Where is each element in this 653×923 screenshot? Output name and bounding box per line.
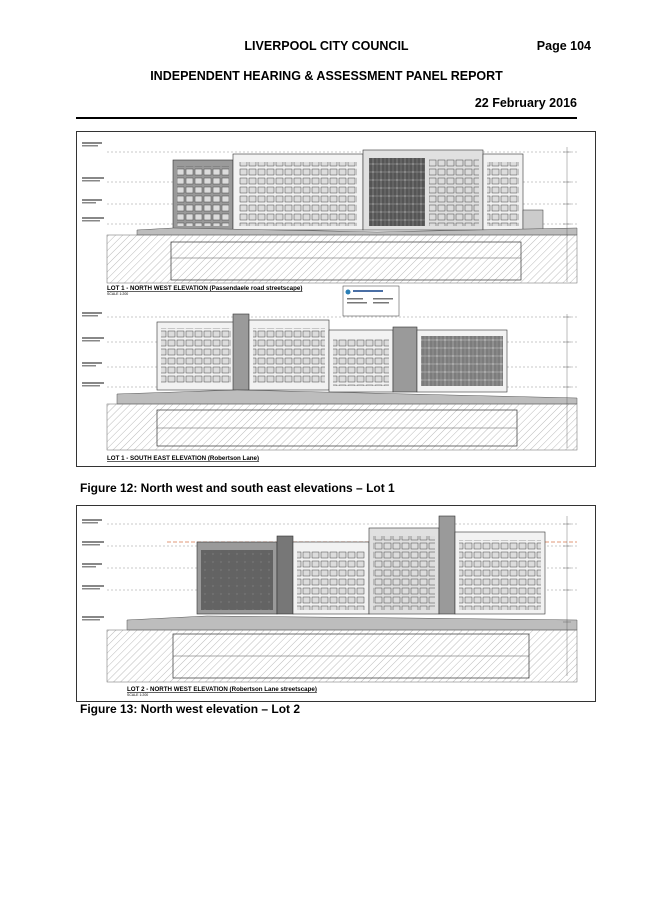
report-title: INDEPENDENT HEARING & ASSESSMENT PANEL R… bbox=[150, 69, 503, 83]
title-block-stamp bbox=[342, 285, 400, 317]
lot-2-north-west-scale: SCALE 1:200 bbox=[127, 693, 148, 697]
lot-1-elevations: LOT 1 - NORTH WEST ELEVATION (Passendael… bbox=[82, 142, 578, 462]
page-number: Page 104 bbox=[536, 39, 591, 53]
lot-1-north-west-scale: SCALE 1:200 bbox=[107, 292, 128, 296]
lot-1-north-west-title: LOT 1 - NORTH WEST ELEVATION (Passendael… bbox=[107, 285, 302, 292]
lot-2-elevation: LOT 2 - NORTH WEST ELEVATION (Robertson … bbox=[82, 515, 578, 697]
lot-1-south-east-title: LOT 1 - SOUTH EAST ELEVATION (Robertson … bbox=[107, 455, 259, 462]
figure-13-drawing: LOT 2 - NORTH WEST ELEVATION (Robertson … bbox=[76, 505, 596, 702]
lot-2-north-west-title: LOT 2 - NORTH WEST ELEVATION (Robertson … bbox=[127, 686, 317, 693]
south-east-elevation-lot-1: LOT 1 - SOUTH EAST ELEVATION (Robertson … bbox=[82, 312, 578, 462]
figure-13-caption: Figure 13: North west elevation – Lot 2 bbox=[80, 702, 301, 716]
council-name: LIVERPOOL CITY COUNCIL bbox=[244, 39, 409, 53]
figure-12-caption: Figure 12: North west and south east ele… bbox=[80, 481, 395, 495]
header-rule bbox=[76, 117, 577, 119]
figure-12-drawing: LOT 1 - NORTH WEST ELEVATION (Passendael… bbox=[76, 131, 596, 467]
report-date: 22 February 2016 bbox=[474, 96, 577, 110]
north-west-elevation-lot-1: LOT 1 - NORTH WEST ELEVATION (Passendael… bbox=[82, 142, 578, 317]
